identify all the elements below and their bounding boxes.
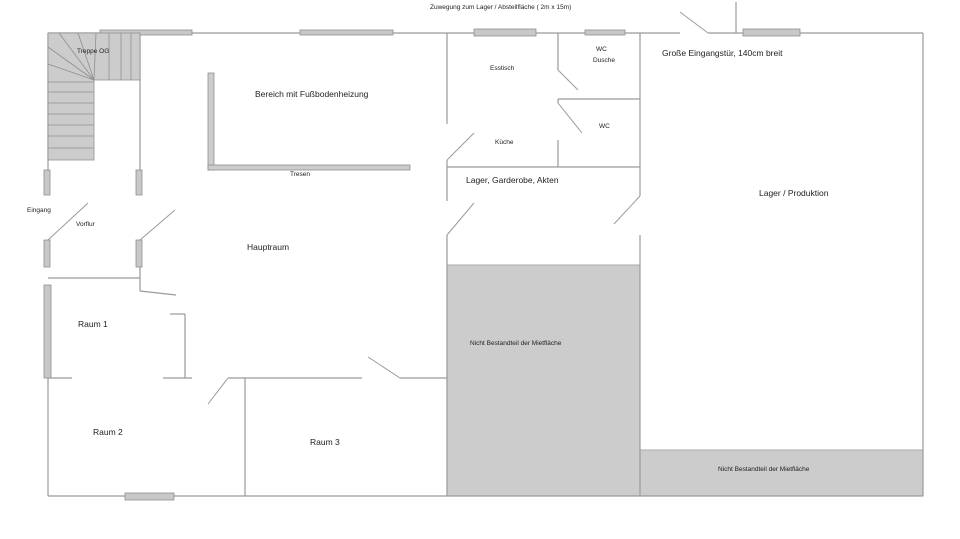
excluded-area-right <box>639 449 924 497</box>
window <box>584 29 626 36</box>
not-rental-label-center: Nicht Bestandteil der Mietfläche <box>470 340 562 347</box>
kitchen-label: Küche <box>495 139 514 146</box>
not-rental-label-right: Nicht Bestandteil der Mietfläche <box>718 466 810 473</box>
storage-production-label: Lager / Produktion <box>759 188 829 198</box>
windows <box>43 28 801 501</box>
window <box>43 169 51 196</box>
main-room-label: Hauptraum <box>247 242 290 252</box>
wc-label: WC <box>599 123 610 130</box>
excluded-area-center <box>446 264 641 497</box>
window <box>473 28 537 37</box>
heated-area-label: Bereich mit Fußbodenheizung <box>255 89 369 99</box>
counter-label: Tresen <box>290 171 310 178</box>
doors <box>47 11 709 405</box>
stairs <box>47 32 141 161</box>
large-door-label: Große Eingangstür, 140cm breit <box>662 48 783 58</box>
counter <box>207 72 411 171</box>
walls <box>47 2 924 497</box>
window <box>43 284 52 379</box>
wc-shower-label-1: WC <box>596 46 607 53</box>
stairs-label: Treppe OG <box>77 48 110 55</box>
entrance-label: Eingang <box>27 207 51 214</box>
dining-label: Esstisch <box>490 65 515 72</box>
window <box>742 28 801 37</box>
vestibule-label: Vorflur <box>76 221 95 228</box>
access-note-label: Zuwegung zum Lager / Abstellfläche ( 2m … <box>430 4 572 11</box>
wc-shower-label-2: Dusche <box>593 57 616 64</box>
window <box>43 239 51 268</box>
window <box>135 239 143 268</box>
window <box>99 29 193 36</box>
room1-label: Raum 1 <box>78 319 108 329</box>
storage-wardrobe-label: Lager, Garderobe, Akten <box>466 175 559 185</box>
window <box>124 492 175 501</box>
room3-label: Raum 3 <box>310 437 340 447</box>
room2-label: Raum 2 <box>93 427 123 437</box>
window <box>299 29 394 36</box>
window <box>135 169 143 196</box>
